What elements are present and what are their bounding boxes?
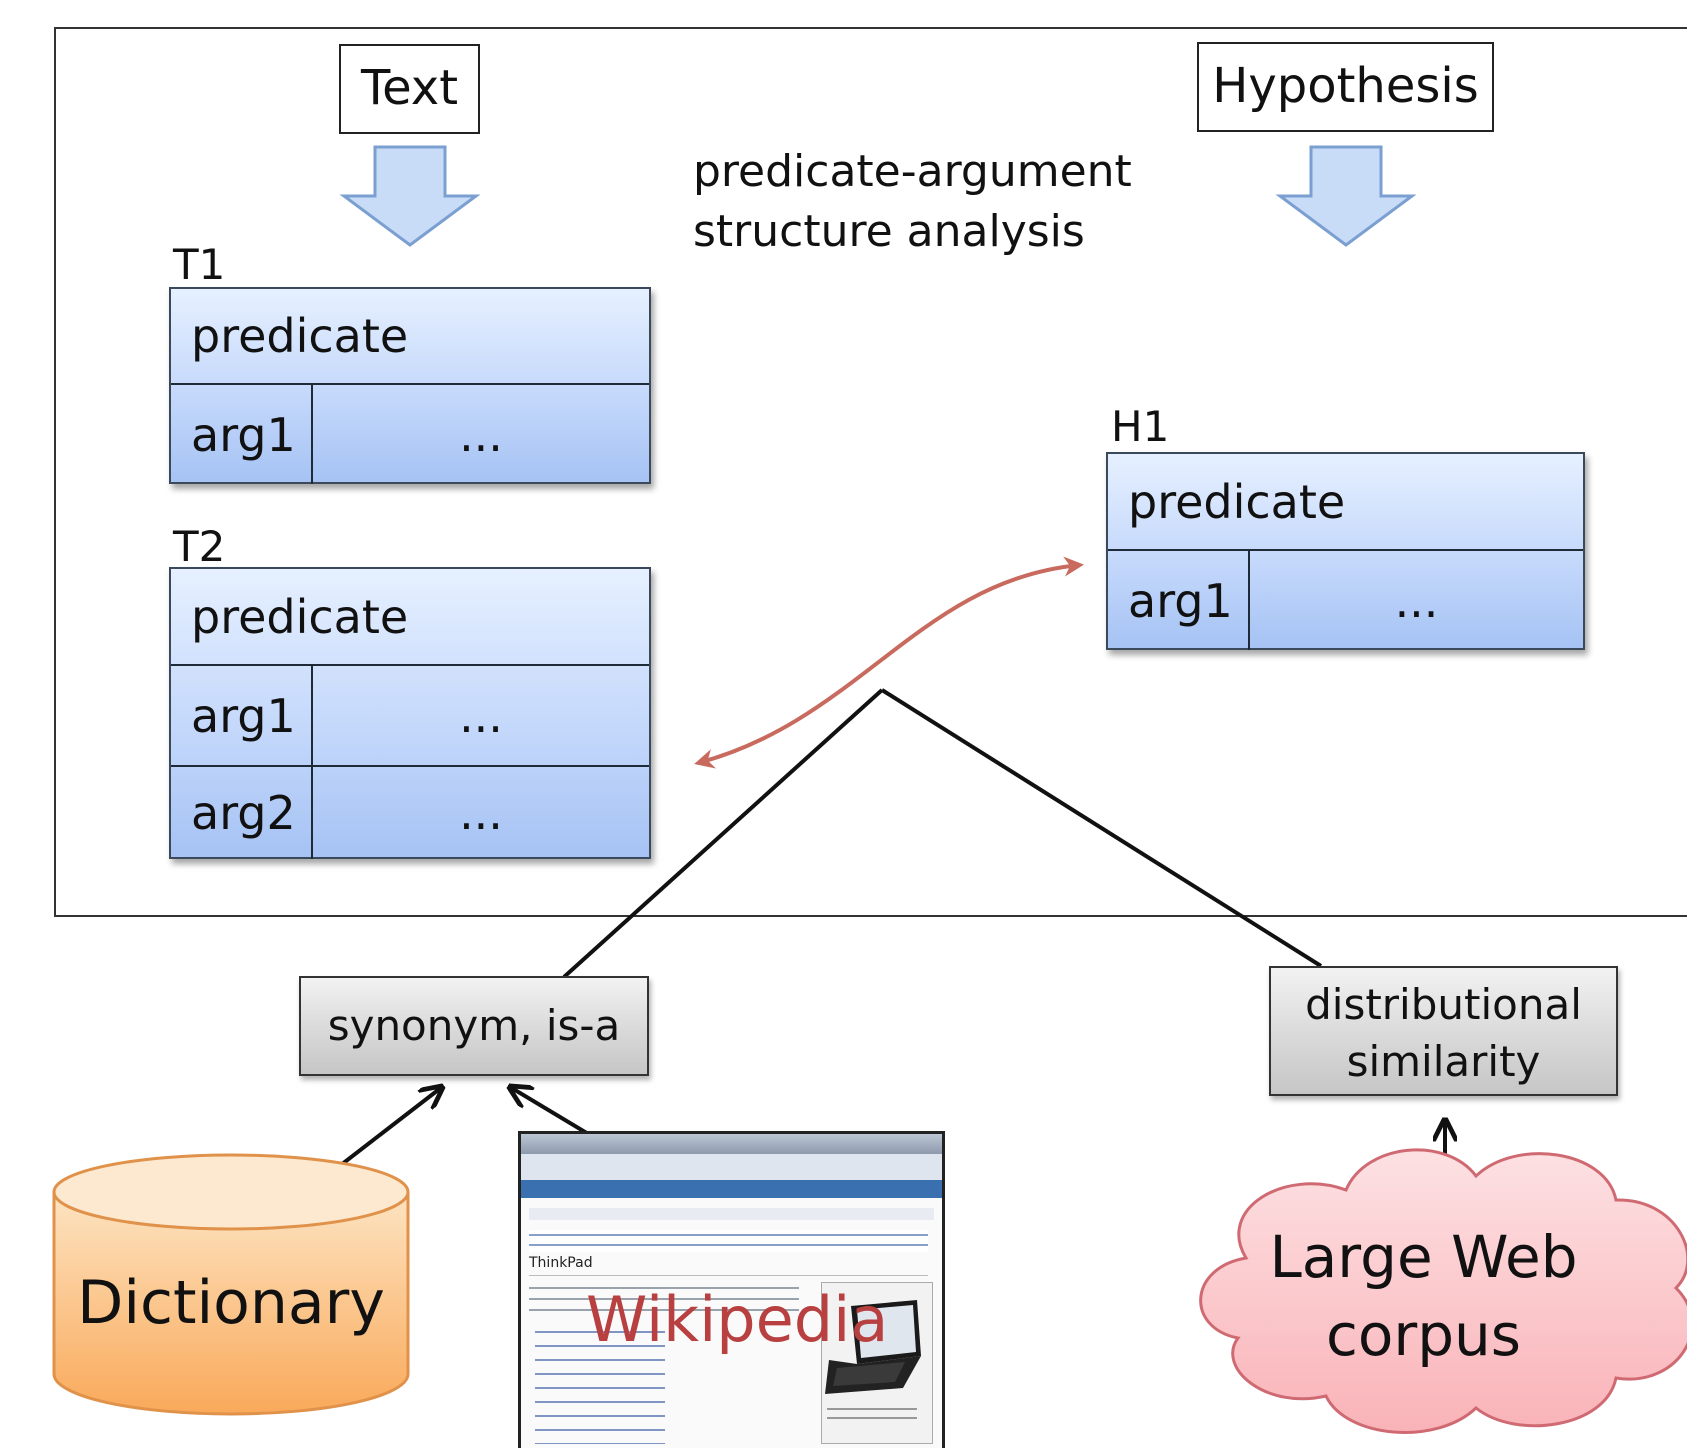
text-label-box: Text bbox=[339, 44, 480, 134]
synonym-box: synonym, is-a bbox=[299, 976, 649, 1076]
tree-line-right bbox=[880, 688, 1323, 968]
wiki-tab-bar bbox=[521, 1180, 942, 1198]
h1-arg1-value: ... bbox=[1394, 573, 1439, 628]
t2-arg1-value: ... bbox=[459, 688, 503, 743]
dictionary-label: Dictionary bbox=[77, 1268, 385, 1338]
hypothesis-label-box: Hypothesis bbox=[1197, 42, 1494, 132]
wiki-infobox-caption bbox=[827, 1404, 917, 1420]
wiki-title-bar bbox=[521, 1134, 942, 1154]
text-down-arrow bbox=[339, 145, 481, 247]
analysis-label-line1: predicate-argument bbox=[693, 146, 1132, 197]
h1-predicate-cell: predicate bbox=[1128, 474, 1346, 529]
h1-predicate-row: predicate bbox=[1108, 454, 1583, 549]
relation-arrow bbox=[694, 556, 1084, 769]
t2-arg2-value: ... bbox=[459, 786, 503, 840]
analysis-label-line2: structure analysis bbox=[693, 206, 1085, 257]
t1-predicate-row: predicate bbox=[171, 289, 649, 383]
t1-arg1-row: arg1 ... bbox=[171, 383, 649, 484]
web-corpus-line1: Large Web bbox=[1269, 1223, 1578, 1291]
wiki-page-title: ThinkPad bbox=[529, 1255, 593, 1271]
t1-predicate-cell: predicate bbox=[191, 309, 409, 363]
t2-predicate-row: predicate bbox=[171, 569, 649, 664]
h1-arg1-row: arg1 ... bbox=[1108, 549, 1583, 650]
wiki-text-block bbox=[529, 1230, 928, 1252]
t1-table: predicate arg1 ... bbox=[169, 287, 651, 484]
t2-arg2-label: arg2 bbox=[171, 767, 313, 859]
web-corpus-label: Large Web corpus bbox=[1176, 1218, 1671, 1374]
t1-arg1-label: arg1 bbox=[171, 385, 313, 484]
wiki-title-rule bbox=[529, 1275, 928, 1276]
wikipedia-screenshot: ThinkPad bbox=[518, 1131, 945, 1448]
t2-arg1-row: arg1 ... bbox=[171, 664, 649, 765]
wiki-toolbar bbox=[521, 1154, 942, 1181]
t2-arg2-row: arg2 ... bbox=[171, 765, 649, 859]
laptop-image bbox=[825, 1300, 921, 1394]
wiki-search-row bbox=[529, 1208, 934, 1220]
t1-name: T1 bbox=[173, 240, 226, 289]
h1-table: predicate arg1 ... bbox=[1106, 452, 1585, 650]
h1-name: H1 bbox=[1111, 402, 1170, 451]
wiki-toc-lines bbox=[535, 1324, 665, 1444]
h1-arg1-label: arg1 bbox=[1108, 551, 1250, 650]
web-corpus-line2: corpus bbox=[1325, 1301, 1521, 1369]
distributional-line1: distributional bbox=[1305, 980, 1582, 1029]
distributional-line2: similarity bbox=[1346, 1037, 1541, 1086]
dictionary-cylinder bbox=[52, 1153, 410, 1416]
t1-arg1-value: ... bbox=[459, 407, 503, 462]
web-corpus-cloud bbox=[1199, 1148, 1687, 1434]
t2-table: predicate arg1 ... arg2 ... bbox=[169, 567, 651, 859]
wikipedia-label: Wikipedia bbox=[586, 1283, 889, 1356]
t2-name: T2 bbox=[173, 522, 226, 571]
analysis-label: predicate-argument structure analysis bbox=[693, 142, 1132, 262]
hypothesis-down-arrow bbox=[1275, 145, 1417, 247]
tree-line-left bbox=[562, 688, 884, 979]
t2-predicate-cell: predicate bbox=[191, 589, 409, 644]
analysis-frame bbox=[54, 27, 1687, 917]
t2-arg1-label: arg1 bbox=[171, 666, 313, 765]
wiki-intro-lines bbox=[529, 1282, 799, 1312]
distributional-similarity-box: distributional similarity bbox=[1269, 966, 1618, 1096]
